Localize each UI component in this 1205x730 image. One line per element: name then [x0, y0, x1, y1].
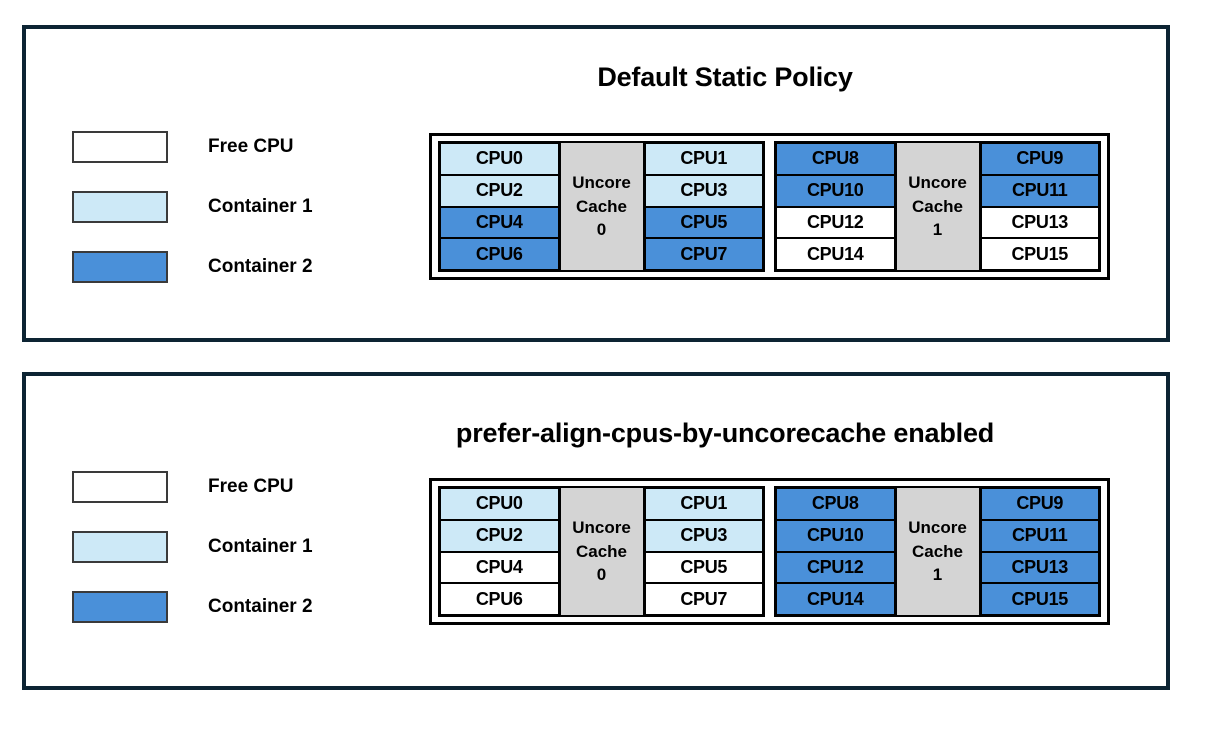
- uncore-cache-label-index: 1: [932, 565, 943, 585]
- cpu-column-right: CPU9 CPU11 CPU13 CPU15: [980, 488, 1099, 615]
- cpu-cell: CPU7: [644, 583, 763, 615]
- uncore-cache-block: Uncore Cache 1: [894, 488, 981, 615]
- uncore-cache-label-line1: Uncore: [908, 518, 967, 538]
- cpu-cell: CPU10: [776, 174, 895, 207]
- cache-group-0: CPU0 CPU2 CPU4 CPU6 Uncore Cache 0 CPU1 …: [438, 486, 765, 617]
- cpu-cell: CPU12: [776, 206, 895, 239]
- legend-item-container-1: Container 1: [72, 191, 313, 223]
- uncore-cache-label-index: 0: [596, 220, 607, 240]
- cpu-topology-grid-prefer-align-cpus-by-uncorecache: CPU0 CPU2 CPU4 CPU6 Uncore Cache 0 CPU1 …: [429, 478, 1110, 625]
- cpu-cell: CPU12: [776, 551, 895, 584]
- cpu-cell: CPU6: [440, 583, 559, 615]
- cpu-cell: CPU0: [440, 143, 559, 175]
- legend-swatch-container-2: [72, 251, 168, 283]
- cpu-cell: CPU3: [644, 174, 763, 207]
- legend-item-container-2: Container 2: [72, 251, 313, 283]
- cpu-column-left: CPU0 CPU2 CPU4 CPU6: [440, 488, 559, 615]
- cpu-cell: CPU1: [644, 143, 763, 175]
- legend-item-free-cpu: Free CPU: [72, 471, 313, 503]
- cpu-cell: CPU2: [440, 174, 559, 207]
- cpu-cell: CPU3: [644, 519, 763, 552]
- cpu-cell: CPU11: [980, 174, 1099, 207]
- cpu-cell: CPU0: [440, 488, 559, 520]
- cpu-column-left: CPU0 CPU2 CPU4 CPU6: [440, 143, 559, 270]
- uncore-cache-block: Uncore Cache 0: [558, 488, 645, 615]
- cpu-column-right: CPU9 CPU11 CPU13 CPU15: [980, 143, 1099, 270]
- cpu-cell: CPU5: [644, 551, 763, 584]
- uncore-cache-label-line1: Uncore: [908, 173, 967, 193]
- legend-swatch-container-1: [72, 531, 168, 563]
- cpu-cell: CPU1: [644, 488, 763, 520]
- cpu-cell: CPU14: [776, 583, 895, 615]
- uncore-cache-label-line1: Uncore: [572, 173, 631, 193]
- uncore-cache-block: Uncore Cache 1: [894, 143, 981, 270]
- legend-swatch-container-2: [72, 591, 168, 623]
- legend-item-container-1: Container 1: [72, 531, 313, 563]
- uncore-cache-label-line2: Cache: [911, 541, 964, 561]
- uncore-cache-label-index: 0: [596, 565, 607, 585]
- legend-label-free-cpu: Free CPU: [208, 476, 294, 497]
- cpu-cell: CPU2: [440, 519, 559, 552]
- cpu-cell: CPU8: [776, 143, 895, 175]
- legend-item-free-cpu: Free CPU: [72, 131, 313, 163]
- legend-item-container-2: Container 2: [72, 591, 313, 623]
- uncore-cache-block: Uncore Cache 0: [558, 143, 645, 270]
- cpu-cell: CPU13: [980, 206, 1099, 239]
- cpu-cell: CPU9: [980, 143, 1099, 175]
- legend-label-free-cpu: Free CPU: [208, 136, 294, 157]
- cpu-cell: CPU13: [980, 551, 1099, 584]
- legend-label-container-1: Container 1: [208, 196, 313, 217]
- cpu-cell: CPU6: [440, 238, 559, 270]
- cpu-cell: CPU11: [980, 519, 1099, 552]
- legend-swatch-free-cpu: [72, 131, 168, 163]
- legend-prefer-align-cpus-by-uncorecache: Free CPU Container 1 Container 2: [72, 471, 313, 623]
- cpu-column-left: CPU8 CPU10 CPU12 CPU14: [776, 143, 895, 270]
- cpu-cell: CPU14: [776, 238, 895, 270]
- uncore-cache-label-line2: Cache: [575, 196, 628, 216]
- cpu-topology-grid-default-static-policy: CPU0 CPU2 CPU4 CPU6 Uncore Cache 0 CPU1 …: [429, 133, 1110, 280]
- cpu-column-left: CPU8 CPU10 CPU12 CPU14: [776, 488, 895, 615]
- legend-swatch-container-1: [72, 191, 168, 223]
- cpu-cell: CPU9: [980, 488, 1099, 520]
- legend-label-container-1: Container 1: [208, 536, 313, 557]
- cpu-column-right: CPU1 CPU3 CPU5 CPU7: [644, 488, 763, 615]
- cpu-column-right: CPU1 CPU3 CPU5 CPU7: [644, 143, 763, 270]
- uncore-cache-label-index: 1: [932, 220, 943, 240]
- cpu-cell: CPU7: [644, 238, 763, 270]
- uncore-cache-label-line1: Uncore: [572, 518, 631, 538]
- legend-label-container-2: Container 2: [208, 596, 313, 617]
- cache-group-1: CPU8 CPU10 CPU12 CPU14 Uncore Cache 1 CP…: [774, 486, 1101, 617]
- uncore-cache-label-line2: Cache: [575, 541, 628, 561]
- cache-group-0: CPU0 CPU2 CPU4 CPU6 Uncore Cache 0 CPU1 …: [438, 141, 765, 272]
- legend-swatch-free-cpu: [72, 471, 168, 503]
- cpu-cell: CPU10: [776, 519, 895, 552]
- cpu-cell: CPU5: [644, 206, 763, 239]
- page-title-default-static-policy: Default Static Policy: [597, 62, 853, 92]
- cpu-cell: CPU15: [980, 583, 1099, 615]
- cpu-cell: CPU4: [440, 551, 559, 584]
- cpu-cell: CPU4: [440, 206, 559, 239]
- cpu-cell: CPU8: [776, 488, 895, 520]
- page-title-prefer-align-cpus-by-uncorecache: prefer-align-cpus-by-uncorecache enabled: [455, 418, 995, 448]
- cache-group-1: CPU8 CPU10 CPU12 CPU14 Uncore Cache 1 CP…: [774, 141, 1101, 272]
- legend-default-static-policy: Free CPU Container 1 Container 2: [72, 131, 313, 283]
- legend-label-container-2: Container 2: [208, 256, 313, 277]
- cpu-cell: CPU15: [980, 238, 1099, 270]
- uncore-cache-label-line2: Cache: [911, 196, 964, 216]
